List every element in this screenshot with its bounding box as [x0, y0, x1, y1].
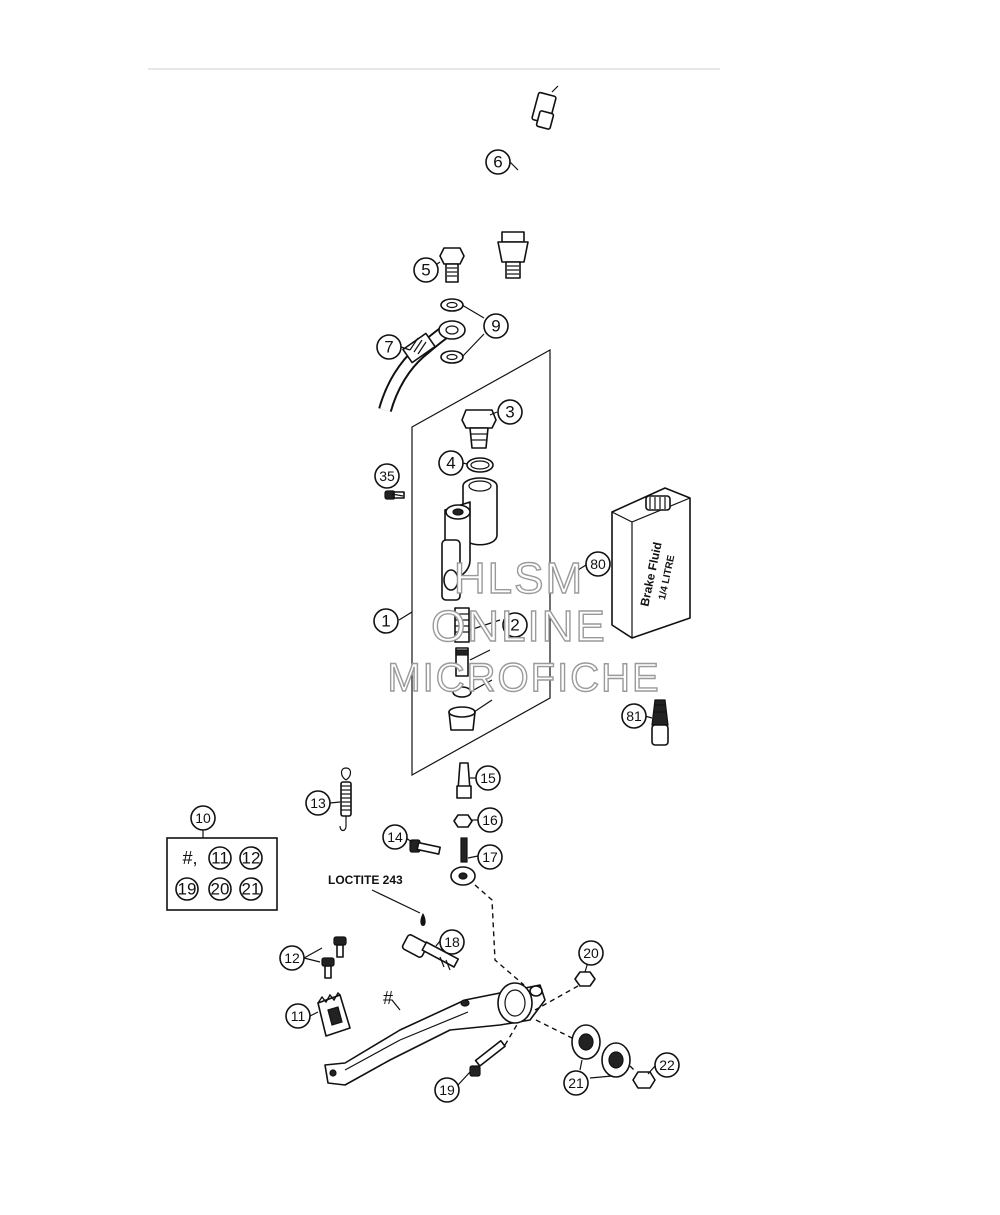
- callout-9: 9: [483, 313, 509, 339]
- svg-text:10: 10: [195, 810, 211, 826]
- part-10-kit-box: #, 11 12 19 20 21: [166, 829, 278, 911]
- svg-text:11: 11: [211, 849, 229, 868]
- part-20-nut: [574, 971, 596, 987]
- watermark-line-1: HLSM: [454, 554, 584, 603]
- part-81-grease-tube: [651, 699, 669, 746]
- callout-4: 4: [438, 450, 464, 476]
- part-3-fitting: [461, 409, 497, 449]
- svg-text:80: 80: [590, 556, 606, 572]
- svg-text:5: 5: [421, 261, 430, 280]
- callout-5: 5: [413, 257, 439, 283]
- loctite-label: LOCTITE 243: [328, 873, 403, 887]
- callout-22: 22: [654, 1052, 680, 1078]
- part-17-clevis: [450, 837, 476, 886]
- svg-text:14: 14: [387, 829, 403, 845]
- callout-2: 2: [502, 612, 528, 638]
- svg-text:35: 35: [379, 468, 395, 484]
- kit-item-21: 21: [239, 877, 263, 901]
- callout-35: 35: [374, 463, 400, 489]
- part-9-washer-bottom: [440, 350, 464, 364]
- callout-7: 7: [376, 334, 402, 360]
- part-2-piston-kit: [448, 607, 501, 731]
- svg-text:13: 13: [310, 795, 326, 811]
- assembly-frame: [411, 348, 551, 777]
- svg-text:12: 12: [242, 849, 261, 868]
- callout-6: 6: [485, 149, 511, 175]
- callout-80: 80: [585, 551, 611, 577]
- watermark-line-3: MICROFICHE: [387, 656, 660, 700]
- callout-17: 17: [477, 844, 503, 870]
- svg-text:6: 6: [493, 153, 502, 172]
- part-18-pivot-bolt: [401, 934, 460, 971]
- callout-15: 15: [475, 765, 501, 791]
- brake-pedal: [324, 982, 546, 1086]
- svg-text:81: 81: [626, 708, 642, 724]
- callout-21: 21: [563, 1070, 589, 1096]
- part-80-brake-fluid-can: Brake Fluid 1/4 LITRE: [611, 487, 691, 639]
- part-21-bearings: [571, 1024, 631, 1079]
- svg-text:22: 22: [659, 1057, 675, 1073]
- svg-text:16: 16: [482, 812, 498, 828]
- part-16-nut: [453, 814, 473, 828]
- callout-81: 81: [621, 703, 647, 729]
- part-19-bolt: [469, 1039, 506, 1077]
- part-13-spring: [339, 767, 352, 832]
- callout-13: 13: [305, 790, 331, 816]
- svg-text:1: 1: [381, 612, 390, 631]
- part-14-bolt: [409, 839, 441, 855]
- svg-text:21: 21: [568, 1075, 584, 1091]
- svg-text:12: 12: [284, 950, 300, 966]
- callout-10: 10: [190, 805, 216, 831]
- svg-text:21: 21: [242, 880, 261, 899]
- svg-text:20: 20: [583, 945, 599, 961]
- part-9-washer-top: [440, 298, 464, 312]
- svg-text:2: 2: [510, 616, 519, 635]
- callout-18: 18: [439, 929, 465, 955]
- kit-item-12: 12: [239, 846, 263, 870]
- linkage-dashed-line: [474, 884, 525, 986]
- svg-text:19: 19: [178, 880, 197, 899]
- kit-hash: #,: [182, 848, 197, 868]
- kit-item-19: 19: [175, 877, 199, 901]
- callout-20: 20: [578, 940, 604, 966]
- callout-16: 16: [477, 807, 503, 833]
- part-22-nut: [632, 1071, 656, 1089]
- svg-text:17: 17: [482, 849, 498, 865]
- svg-text:7: 7: [384, 338, 393, 357]
- svg-text:20: 20: [211, 880, 230, 899]
- kit-item-20: 20: [208, 877, 232, 901]
- part-4-o-ring: [466, 457, 494, 473]
- callout-14: 14: [382, 824, 408, 850]
- svg-text:9: 9: [491, 317, 500, 336]
- svg-text:4: 4: [446, 454, 455, 473]
- callout-3: 3: [497, 399, 523, 425]
- svg-text:18: 18: [444, 934, 460, 950]
- svg-text:11: 11: [291, 1008, 306, 1024]
- part-7-brake-hose: [378, 320, 466, 413]
- callout-11: 11: [285, 1003, 311, 1029]
- watermark-line-2: ONLINE: [431, 602, 607, 651]
- kit-item-11: 11: [208, 846, 232, 870]
- pedal-hash: #: [383, 988, 393, 1008]
- part-15-push-rod: [456, 762, 472, 799]
- callout-1: 1: [373, 608, 399, 634]
- svg-text:15: 15: [480, 770, 496, 786]
- callout-19: 19: [434, 1077, 460, 1103]
- watermark: HLSM ONLINE MICROFICHE: [387, 553, 660, 700]
- callout-12: 12: [279, 945, 305, 971]
- loctite-drop: [420, 913, 426, 926]
- part-12-screws: [321, 936, 347, 979]
- part-11-pedal-tip: [317, 991, 351, 1037]
- part-5-banjo-bolt: [439, 247, 465, 283]
- svg-text:3: 3: [505, 403, 514, 422]
- svg-text:19: 19: [439, 1082, 455, 1098]
- part-1-master-cylinder: [441, 477, 498, 601]
- part-6-brake-light-switch: [497, 85, 559, 279]
